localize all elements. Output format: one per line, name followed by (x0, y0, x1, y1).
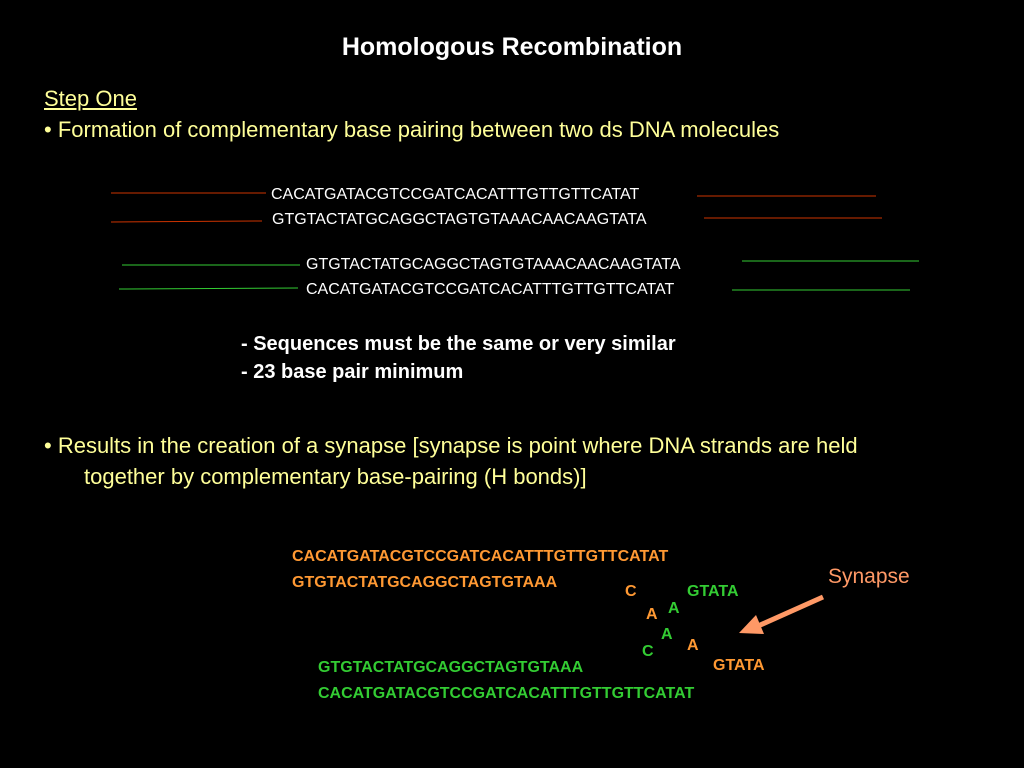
synapse-label: Synapse (828, 565, 910, 588)
synapse-green-bottom-strand: CACATGATACGTCCGATCACATTTGTTGTTCATAT (318, 685, 695, 702)
bullet-synapse-line1: • Results in the creation of a synapse [… (44, 433, 858, 458)
synapse-green-mid-end: GTATA (687, 583, 739, 600)
requirement-similarity: - Sequences must be the same or very sim… (241, 333, 676, 355)
strand-line (110, 220, 263, 223)
pair2-top-sequence: GTGTACTATGCAGGCTAGTGTAAACAACAAGTATA (306, 256, 681, 273)
synapse-letter: C (642, 643, 654, 660)
strand-line (118, 287, 299, 290)
pair2-bottom-sequence: CACATGATACGTCCGATCACATTTGTTGTTCATAT (306, 281, 675, 298)
requirement-minimum: - 23 base pair minimum (241, 361, 464, 383)
synapse-letter: A (687, 637, 699, 654)
synapse-orange-mid-strand: GTGTACTATGCAGGCTAGTGTAAA (292, 574, 558, 591)
pair1-bottom-sequence: GTGTACTATGCAGGCTAGTGTAAACAACAAGTATA (272, 211, 647, 228)
step-heading: Step One (44, 86, 137, 111)
synapse-arrow (739, 594, 825, 634)
page-title: Homologous Recombination (341, 33, 683, 61)
synapse-orange-bottom-end: GTATA (713, 657, 765, 674)
synapse-letter: A (668, 600, 680, 617)
synapse-orange-top-strand: CACATGATACGTCCGATCACATTTGTTGTTCATAT (292, 548, 669, 565)
synapse-green-mid-strand: GTGTACTATGCAGGCTAGTGTAAA (318, 659, 584, 676)
pair1-top-sequence: CACATGATACGTCCGATCACATTTGTTGTTCATAT (271, 186, 640, 203)
bullet-synapse-line2: together by complementary base-pairing (… (84, 464, 587, 489)
synapse-letter: C (625, 583, 637, 600)
synapse-letter: A (646, 606, 658, 623)
bullet-formation: • Formation of complementary base pairin… (44, 117, 780, 142)
synapse-letter: A (661, 626, 673, 643)
